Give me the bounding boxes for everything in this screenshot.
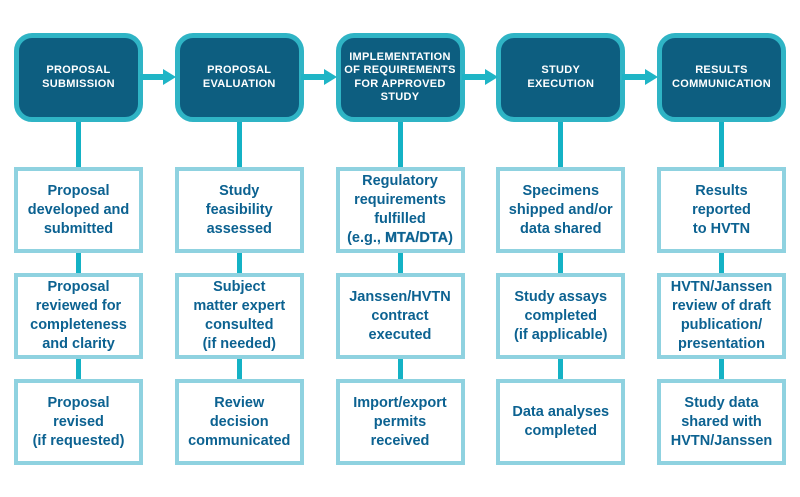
connector-line [719,122,724,167]
arrow-shaft [301,74,327,80]
step-label: Proposal revised (if requested) [32,394,125,449]
flow-column-study-execution: STUDY EXECUTION Specimens shipped and/or… [496,33,626,465]
connector-line [719,359,724,379]
arrow-shaft [140,74,166,80]
step-box: Study data shared with HVTN/Janssen [657,379,786,465]
connector-line [558,359,564,379]
connector-line [236,122,242,167]
flow-arrow-icon [622,69,658,85]
connector-line [397,359,403,379]
connector-line [719,253,724,273]
arrow-shaft [622,74,648,80]
stage-header-proposal-submission: PROPOSAL SUBMISSION [14,33,143,122]
step-box: HVTN/Janssen review of draft publication… [657,273,786,359]
step-box: Regulatory requirements fulfilled (e.g.,… [335,167,465,253]
connector-line [236,359,242,379]
arrow-shaft [462,74,488,80]
stage-header-proposal-evaluation: PROPOSAL EVALUATION [174,33,304,122]
stage-header-results-communication: RESULTS COMMUNICATION [657,33,786,122]
connector-line [397,253,403,273]
arrow-head [163,69,176,85]
stage-header-label: IMPLEMENTATION OF REQUIREMENTS FOR APPRO… [344,50,456,104]
arrow-head [645,69,658,85]
step-box: Study feasibility assessed [174,167,304,253]
step-label: Import/export permits received [353,394,447,449]
connector-line [76,359,81,379]
step-box: Study assays completed (if applicable) [496,273,626,359]
flow-column-implementation: IMPLEMENTATION OF REQUIREMENTS FOR APPRO… [335,33,465,465]
connector-line [236,253,242,273]
step-label: Specimens shipped and/or data shared [508,182,613,237]
step-label: Review decision communicated [188,394,291,449]
connector-line [397,122,403,167]
step-box: Proposal revised (if requested) [14,379,143,465]
step-label: Proposal developed and submitted [27,182,130,237]
step-box: Results reported to HVTN [657,167,786,253]
step-label: Results reported to HVTN [692,182,751,237]
step-box: Proposal developed and submitted [14,167,143,253]
stage-header-label: RESULTS COMMUNICATION [671,64,772,90]
step-box: Janssen/HVTN contract executed [335,273,465,359]
arrow-head [324,69,337,85]
step-box: Subject matter expert consulted (if need… [174,273,304,359]
step-box: Proposal reviewed for completeness and c… [14,273,143,359]
step-label: Subject matter expert consulted (if need… [193,279,286,352]
flow-column-proposal-submission: PROPOSAL SUBMISSION Proposal developed a… [14,33,143,465]
step-box: Import/export permits received [335,379,465,465]
stage-header-study-execution: STUDY EXECUTION [496,33,626,122]
step-label: HVTN/Janssen review of draft publication… [670,279,773,352]
connector-line [558,122,564,167]
step-label-bold: MTA/DTA [384,230,449,246]
stage-header-label: PROPOSAL SUBMISSION [42,64,115,90]
flow-arrow-icon [462,69,498,85]
step-box: Data analyses completed [496,379,626,465]
stage-header-label: STUDY EXECUTION [527,64,595,90]
flow-column-proposal-evaluation: PROPOSAL EVALUATION Study feasibility as… [174,33,304,465]
flow-arrow-icon [140,69,176,85]
flow-columns: PROPOSAL SUBMISSION Proposal developed a… [14,33,786,465]
stage-header-label: PROPOSAL EVALUATION [202,64,276,90]
step-label: Janssen/HVTN contract executed [349,288,451,343]
step-label: Study assays completed (if applicable) [514,288,608,343]
flow-column-results-communication: RESULTS COMMUNICATION Results reported t… [657,33,786,465]
stage-header-implementation: IMPLEMENTATION OF REQUIREMENTS FOR APPRO… [335,33,465,122]
step-label: Regulatory requirements fulfilled (e.g.,… [347,173,453,246]
step-box: Specimens shipped and/or data shared [496,167,626,253]
step-label: Proposal reviewed for completeness and c… [30,279,127,352]
connector-line [76,122,81,167]
step-box: Review decision communicated [174,379,304,465]
step-label: Study feasibility assessed [205,182,273,237]
step-label: Study data shared with HVTN/Janssen [670,394,773,449]
connector-line [76,253,81,273]
step-label: Data analyses completed [512,404,610,439]
connector-line [558,253,564,273]
flow-arrow-icon [301,69,337,85]
arrow-head [485,69,498,85]
